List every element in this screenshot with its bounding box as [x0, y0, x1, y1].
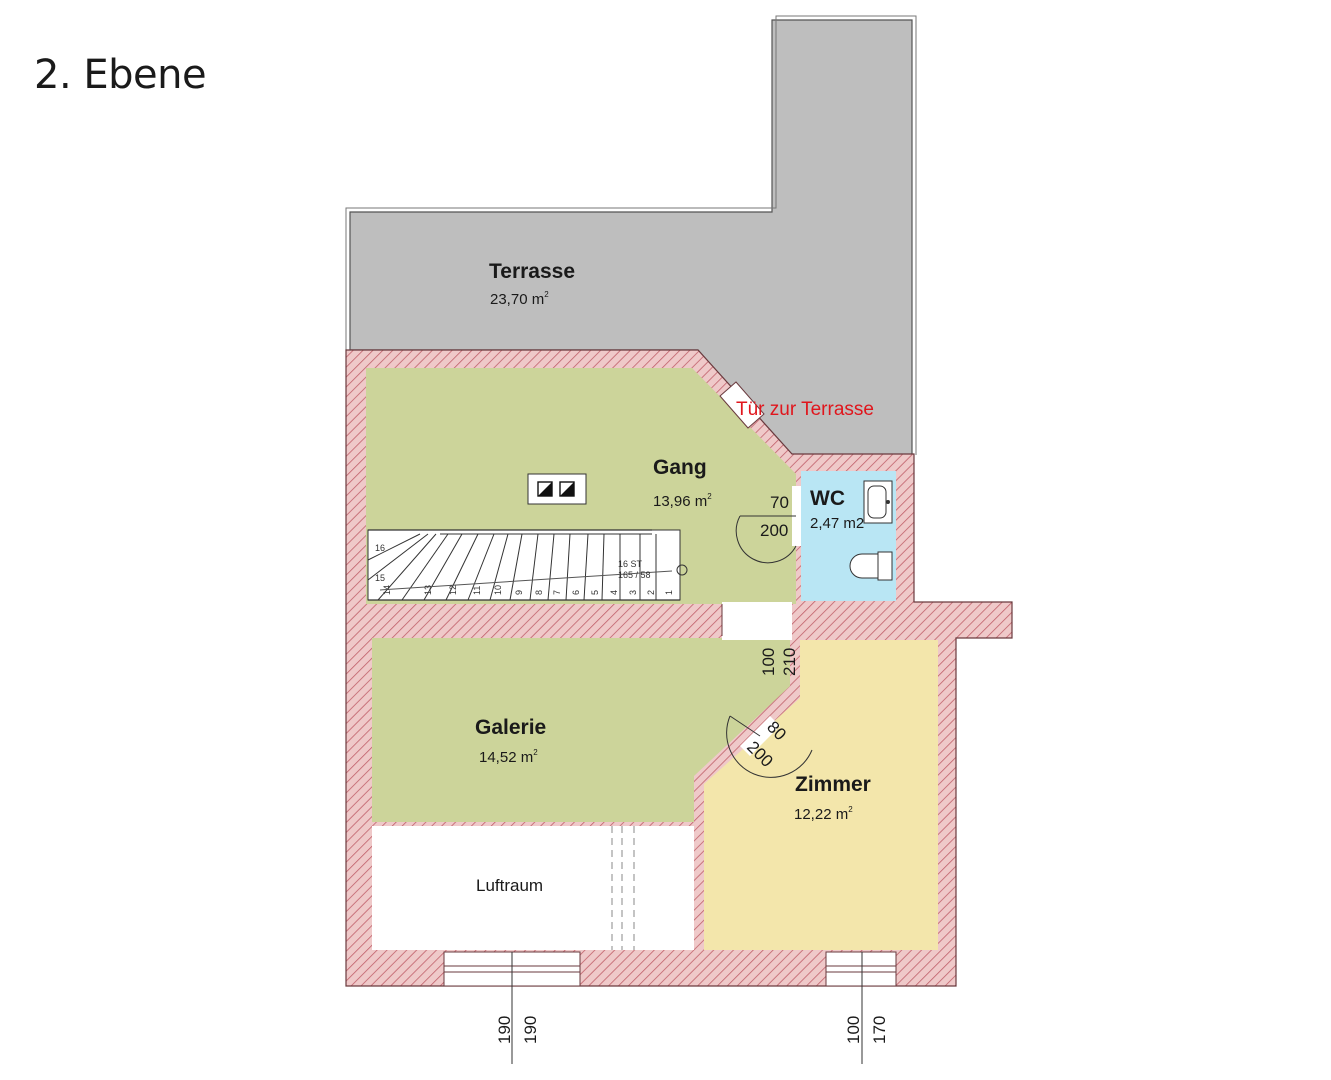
stair-step-5: 5 [590, 590, 600, 595]
galerie-floor [372, 638, 790, 822]
stair-step-8: 8 [534, 590, 544, 595]
chimney [527, 473, 587, 505]
wc-name: WC [810, 487, 845, 510]
stair-step-10: 10 [493, 585, 503, 595]
stair-label-2: 165 / 58 [618, 570, 651, 580]
stair-step-2: 2 [646, 590, 656, 595]
luftraum-label: Luftraum [476, 876, 543, 895]
stair-step-15: 15 [375, 573, 385, 583]
window-right-width: 100 [844, 1016, 863, 1044]
wc-door [735, 486, 801, 564]
gang-name: Gang [653, 456, 707, 479]
stair-step-1: 1 [664, 590, 674, 595]
window-left-width: 190 [495, 1016, 514, 1044]
wc-door-height: 200 [760, 521, 788, 540]
stair-step-13: 13 [423, 585, 433, 595]
stair-label-1: 16 ST [618, 559, 643, 569]
gang-galerie-opening [722, 602, 792, 640]
wc-washbasin [863, 480, 893, 524]
wc-door-width: 70 [770, 493, 789, 512]
stair-step-16: 16 [375, 543, 385, 553]
stair-step-4: 4 [609, 590, 619, 595]
zimmer-door [726, 715, 813, 778]
window-left [443, 951, 581, 1064]
galerie-area: 14,52 m2 [479, 748, 538, 766]
terrace-door-note: Tür zur Terrasse [736, 399, 874, 420]
stair-step-7: 7 [552, 590, 562, 595]
gang-area: 13,96 m2 [653, 492, 712, 510]
stair-step-12: 12 [448, 585, 458, 595]
window-right-height: 170 [870, 1016, 889, 1044]
luftraum-void [372, 826, 694, 950]
opening-width: 100 [759, 648, 778, 676]
opening-height: 210 [780, 648, 799, 676]
wc-toilet [849, 551, 893, 581]
stair-step-6: 6 [571, 590, 581, 595]
galerie-name: Galerie [475, 716, 546, 739]
window-right [825, 951, 897, 1064]
terrasse-area: 23,70 m2 [490, 290, 549, 308]
stair-step-9: 9 [514, 590, 524, 595]
staircase: 16 ST 165 / 58 16 15 14 13 12 11 10 9 8 … [367, 529, 688, 601]
zimmer-floor [704, 640, 938, 950]
zimmer-area: 12,22 m2 [794, 805, 853, 823]
stair-step-11: 11 [472, 586, 482, 595]
stair-step-14: 14 [382, 585, 392, 595]
page-title: 2. Ebene [34, 52, 207, 98]
terrasse-name: Terrasse [489, 260, 575, 283]
wc-area: 2,47 m2 [810, 515, 864, 532]
terrace-railing [345, 15, 917, 455]
window-left-height: 190 [521, 1016, 540, 1044]
stair-step-3: 3 [628, 590, 638, 595]
terrace-door [719, 381, 765, 429]
zimmer-name: Zimmer [795, 773, 871, 796]
